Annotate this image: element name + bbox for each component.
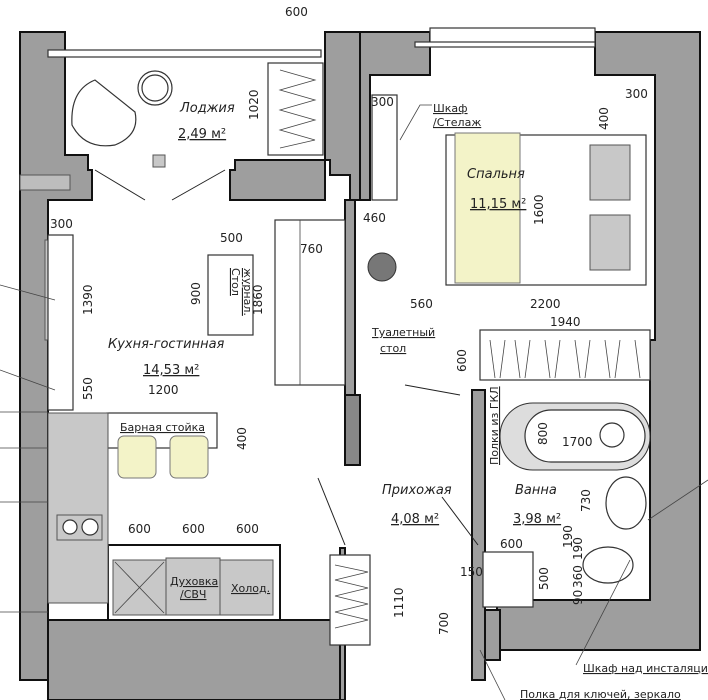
dim-tub-800: 800: [536, 422, 550, 445]
dim-kitchen-550: 550: [81, 377, 95, 400]
room-area-hallway: 4,08 м²: [391, 512, 439, 527]
room-name-kitchen: Кухня-гостинная: [108, 337, 225, 352]
dim-hall-1110: 1110: [392, 587, 406, 618]
bathroom-fixtures: [317, 384, 651, 646]
dimensions: 600 1020 300 500 760 900 1860 1390 550 1…: [50, 5, 648, 635]
dim-loggia-depth: 1020: [247, 89, 261, 120]
dim-sink-730: 730: [579, 489, 593, 512]
label-oven: Духовка: [170, 575, 218, 588]
label-cabinet-install: Шкаф над инсталяцие: [583, 662, 708, 675]
dim-wc-190a: 190: [571, 537, 585, 560]
label-table: Стол: [229, 268, 242, 296]
dim-loggia-width: 600: [285, 5, 308, 19]
room-name-hallway: Прихожая: [382, 483, 452, 498]
room-area-kitchen: 14,53 м²: [143, 363, 199, 378]
dim-table-height: 900: [189, 282, 203, 305]
dim-wc-500: 500: [537, 567, 551, 590]
dim-bedroom-300-left: 300: [371, 95, 394, 109]
room-area-bath: 3,98 м²: [513, 512, 561, 527]
dim-vanity-560: 560: [410, 297, 433, 311]
label-bar: Барная стойка: [120, 421, 205, 434]
kitchen-furniture: [47, 219, 346, 616]
dim-hall-700: 700: [437, 612, 451, 635]
dim-bar-depth: 400: [235, 427, 249, 450]
leader-lines: [0, 104, 708, 700]
label-oven-2: /СВЧ: [180, 588, 206, 601]
dim-tub-1700: 1700: [562, 435, 593, 449]
dim-hall-150: 150: [460, 565, 483, 579]
room-name-bath: Ванна: [515, 483, 557, 498]
room-name-bedroom: Спальня: [467, 167, 525, 182]
room-name-loggia: Лоджия: [179, 101, 235, 116]
dim-bedroom-2200: 2200: [530, 297, 561, 311]
dim-cabinet-3: 600: [236, 522, 259, 536]
label-fridge: Холод.: [231, 582, 270, 595]
dim-sofa-length: 1860: [251, 284, 265, 315]
label-wardrobe: Шкаф: [433, 102, 468, 115]
dim-wc-360: 360: [571, 565, 585, 588]
dim-wc-600: 600: [500, 537, 523, 551]
dim-cabinet-2: 600: [182, 522, 205, 536]
dim-bedroom-300-right: 300: [625, 87, 648, 101]
label-shelves: Полки из ГКЛ: [488, 386, 501, 465]
label-table-2: журнал.: [241, 268, 254, 316]
dim-bar-length: 1200: [148, 383, 179, 397]
dim-wc-90: 90: [571, 590, 585, 605]
label-key-shelf: Полка для ключей, зеркало: [520, 688, 681, 700]
label-vanity: Туалетный: [371, 326, 435, 339]
dim-kitchen-1390: 1390: [81, 284, 95, 315]
dim-bed-1600: 1600: [532, 194, 546, 225]
dim-wc-190b: 190: [561, 525, 575, 548]
dim-vanity-460: 460: [363, 211, 386, 225]
label-wardrobe-2: /Стелаж: [433, 116, 481, 129]
dim-sofa-width: 760: [300, 242, 323, 256]
dim-kitchen-300: 300: [50, 217, 73, 231]
dim-closet-1940: 1940: [550, 315, 581, 329]
loggia-furniture: [71, 62, 324, 201]
dim-cabinet-1: 600: [128, 522, 151, 536]
room-area-bedroom: 11,15 м²: [470, 197, 526, 212]
dim-table-width: 500: [220, 231, 243, 245]
dim-closet-600: 600: [455, 349, 469, 372]
bedroom-furniture: [367, 94, 651, 381]
dim-bedroom-400: 400: [597, 107, 611, 130]
label-vanity-2: стол: [380, 342, 406, 355]
room-area-loggia: 2,49 м²: [178, 127, 226, 142]
